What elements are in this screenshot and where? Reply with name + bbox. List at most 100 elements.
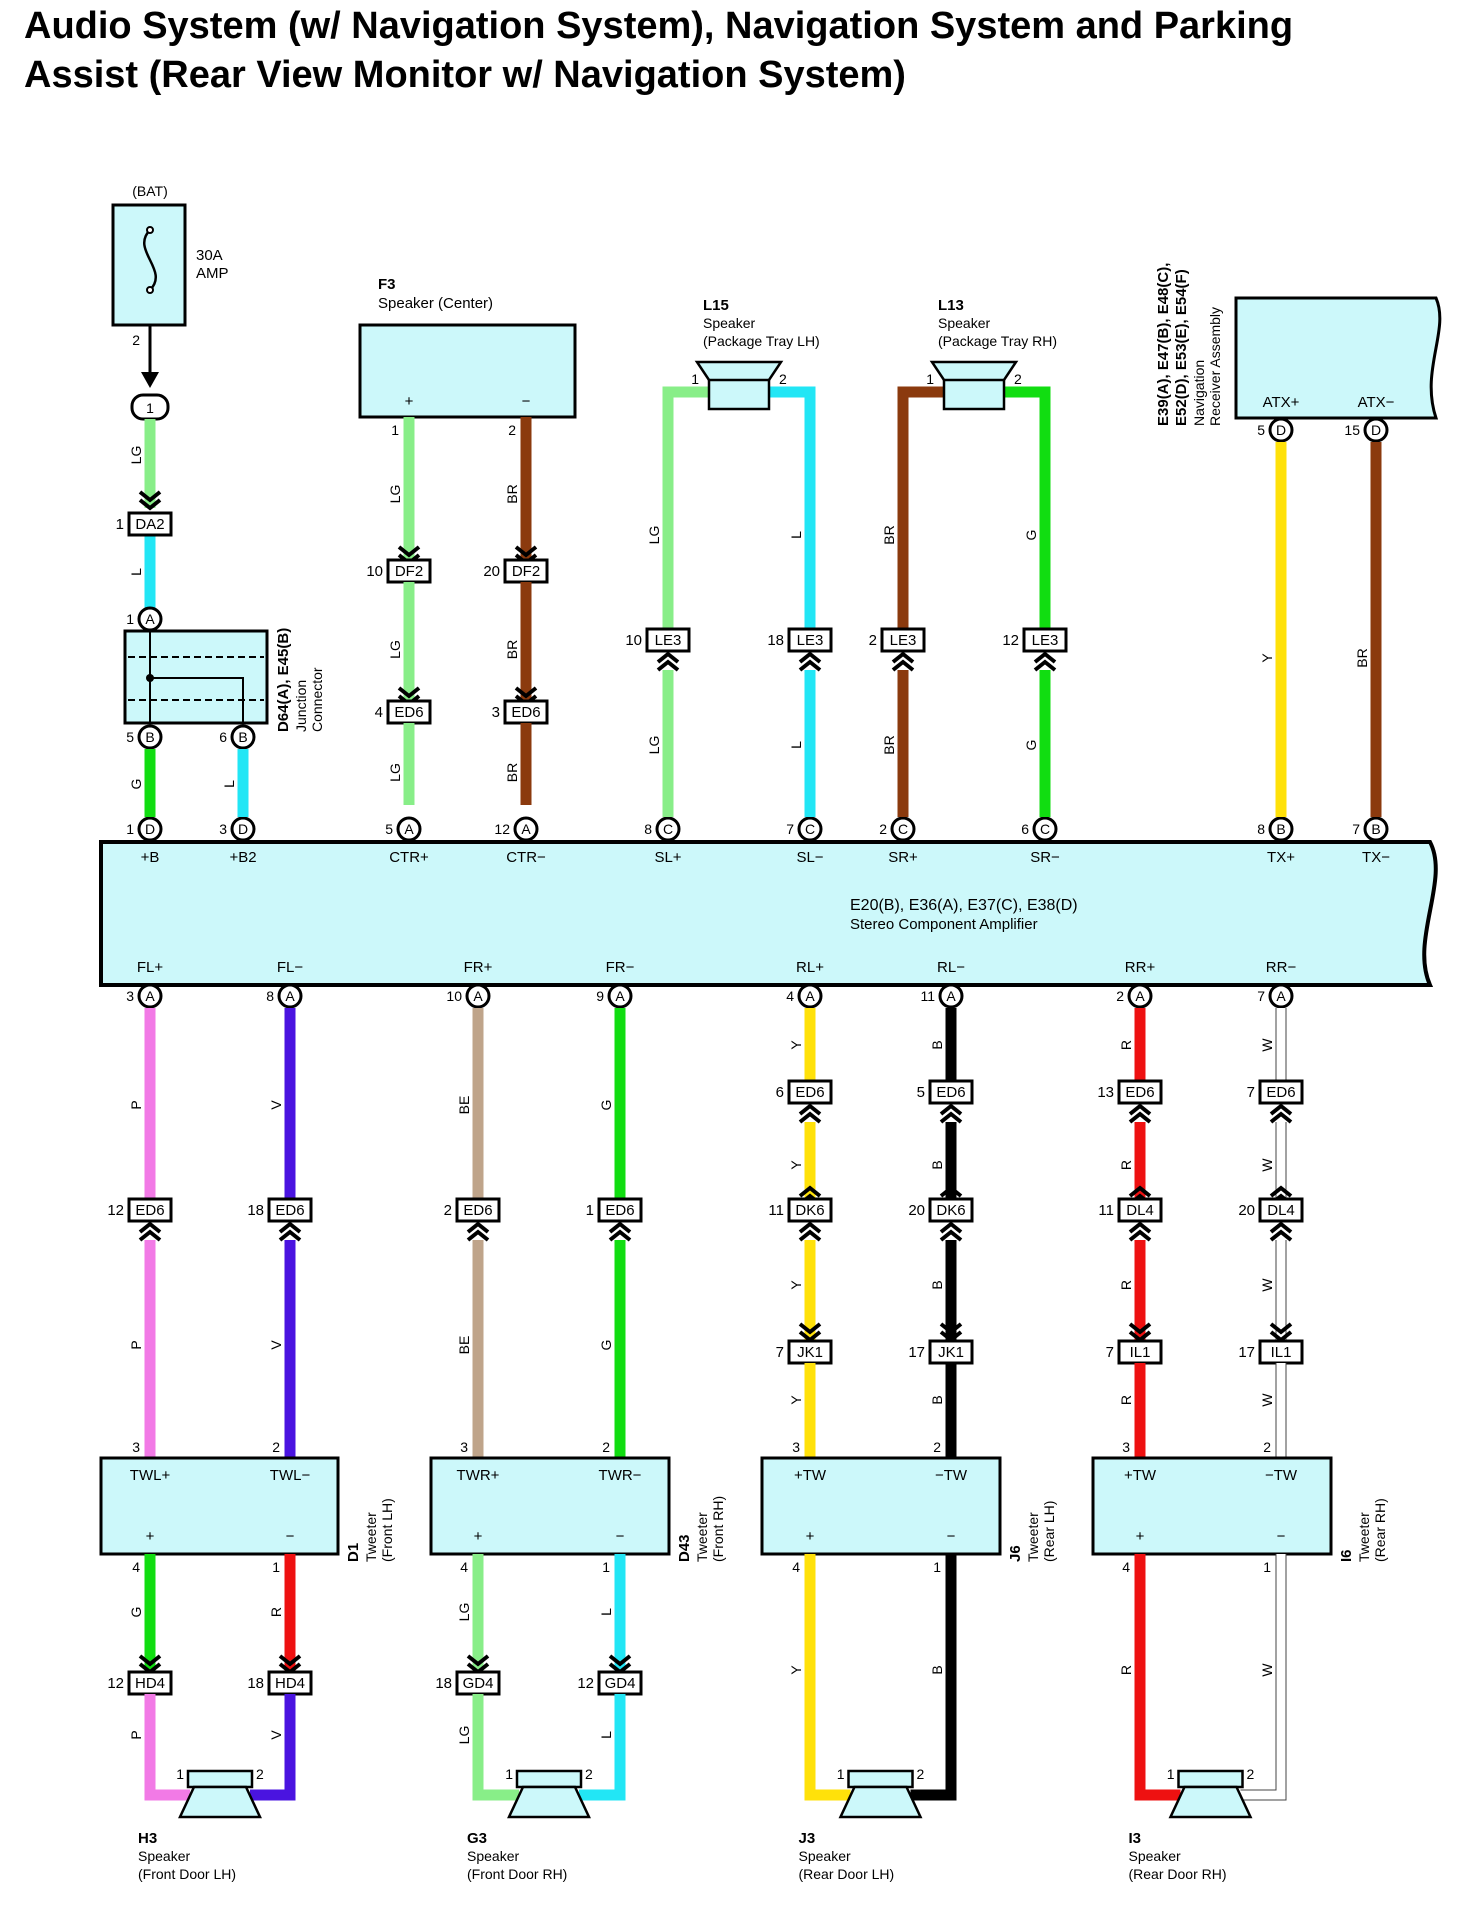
bwire-4-c2-label: JK1 xyxy=(797,1344,823,1361)
wire-ctrm-top-pin: 2 xyxy=(508,422,516,438)
door-3-a-pin: 4 xyxy=(1122,1559,1130,1575)
bwire-1-c1-chev-1 xyxy=(278,1221,302,1234)
tweeter-2-minus: − xyxy=(947,1528,956,1545)
wire-tx-label-1: BR xyxy=(1354,648,1370,667)
amp-bot-pinnum-6: 2 xyxy=(1116,988,1124,1004)
tweeter-0-name: Tweeter xyxy=(363,1512,379,1562)
bwire-6-a-lbl: R xyxy=(1118,1040,1134,1050)
nav-pin-0-letter: D xyxy=(1276,422,1286,438)
bwire-5-c1-chev-0 xyxy=(939,1229,963,1242)
amp-bot-pin-1-letter: A xyxy=(285,988,295,1004)
bwire-4-c1-pin: 11 xyxy=(768,1202,784,1219)
door-2-a-pin: 4 xyxy=(792,1559,800,1575)
amp-name: Stereo Component Amplifier xyxy=(850,916,1038,933)
door-2-spk-name: Speaker xyxy=(799,1848,851,1864)
door-1-b-run xyxy=(579,1694,626,1801)
bwire-7-c1-label: DL4 xyxy=(1267,1202,1295,1219)
door-2-a-lbl: Y xyxy=(788,1665,804,1675)
tweeter-3-id: I6 xyxy=(1338,1549,1355,1562)
nav-name-1: Navigation xyxy=(1191,360,1207,426)
amp-top-pinnum-5: 7 xyxy=(786,821,794,837)
amp-top-pinnum-8: 8 xyxy=(1257,821,1265,837)
bwire-5-a-lbl: B xyxy=(929,1040,945,1049)
door-3-spk-p1: 1 xyxy=(1167,1766,1175,1782)
door-3-spk-p2: 2 xyxy=(1247,1766,1255,1782)
amp-top-label-6: SR+ xyxy=(888,849,918,866)
bwire-2-c1-chev-1 xyxy=(466,1221,490,1234)
bwire-7-c0-chev-0 xyxy=(1269,1111,1293,1124)
bwire-3-c1-chev-0 xyxy=(608,1229,632,1242)
amp-bot-pin-0-letter: A xyxy=(145,988,155,1004)
bwire-1-b-lbl: V xyxy=(268,1340,284,1350)
bwire-2-c1-pin: 2 xyxy=(444,1202,452,1219)
door-0-b-dn-lbl: V xyxy=(268,1730,284,1740)
door-1-spk-p2: 2 xyxy=(585,1766,593,1782)
bwire-5-c1-chev-1 xyxy=(939,1221,963,1234)
bwire-5-c1-pin: 20 xyxy=(908,1202,925,1219)
bwire-2-c1-box xyxy=(455,1197,501,1223)
fuse-rating-2: AMP xyxy=(196,265,229,282)
bwire-7-d-lbl: W xyxy=(1259,1393,1275,1407)
amp-bot-pin-6-letter: A xyxy=(1135,988,1145,1004)
bwire-7-c1-chev-0 xyxy=(1269,1229,1293,1242)
wire-ctrm-conn-1-label: DF2 xyxy=(512,563,540,580)
amp-top-pin-0-circle xyxy=(137,816,163,842)
tweeter-0-plus: + xyxy=(146,1528,155,1545)
tweeter-1-minus: − xyxy=(616,1528,625,1545)
amp-bot-pinnum-1: 8 xyxy=(266,988,274,1004)
door-1-spk-loc: (Front Door RH) xyxy=(467,1866,567,1882)
center-speaker-id: F3 xyxy=(378,276,396,293)
bwire-4-c1-chev-1 xyxy=(798,1221,822,1234)
amp-bot-label-5: RL− xyxy=(937,959,965,976)
bwire-5-c0-label: ED6 xyxy=(936,1084,965,1101)
amp-bot-pinnum-7: 7 xyxy=(1257,988,1265,1004)
amp-top-label-0: +B xyxy=(141,849,160,866)
bwire-7-c0-pin: 7 xyxy=(1247,1084,1255,1101)
nav-pin-1-letter: D xyxy=(1371,422,1381,438)
fuse-end-top xyxy=(146,226,154,234)
door-2-speaker-cone xyxy=(838,1785,923,1819)
amp-top-pin-4-circle xyxy=(655,816,681,842)
center-speaker-name: Speaker (Center) xyxy=(378,295,493,312)
tweeter-0-box xyxy=(99,1456,340,1556)
door-0-spk-loc: (Front Door LH) xyxy=(138,1866,236,1882)
door-3-spk-id: I3 xyxy=(1129,1830,1142,1847)
bwire-6-c0-chev-0 xyxy=(1128,1111,1152,1124)
door-2-spk-p1: 1 xyxy=(837,1766,845,1782)
nav-pin-num-1: 15 xyxy=(1344,422,1360,438)
amp-top-pin-4-letter: C xyxy=(663,821,673,837)
tray-lh-name: Speaker xyxy=(703,315,755,331)
door-3-b-run xyxy=(1240,1554,1286,1800)
door-2-a-run xyxy=(804,1554,851,1801)
tray-rh-chev-1-1 xyxy=(1033,651,1057,664)
amp-bot-pin-3-circle xyxy=(607,983,633,1009)
door-1-spk-id: G3 xyxy=(467,1830,487,1847)
bwire-7-c1-pin: 20 xyxy=(1238,1202,1255,1219)
bat-conn-num: 1 xyxy=(146,400,154,416)
wire-b-g-label: G xyxy=(128,779,144,790)
title-line-1: Audio System (w/ Navigation System), Nav… xyxy=(24,5,1294,47)
jc-pin-b2-circle xyxy=(230,724,256,750)
jc-pin-b1-circle xyxy=(137,724,163,750)
jc-pin-b2-letter: B xyxy=(238,729,247,745)
bwire-6-c1-chev-top-1 xyxy=(1128,1185,1152,1198)
bwire-4-c1-label: DK6 xyxy=(795,1202,824,1219)
conn-da2-pin: 1 xyxy=(116,516,124,533)
door-1-a-up-lbl: LG xyxy=(456,1603,472,1622)
wire-ctrp-conn-2-label: ED6 xyxy=(394,704,423,721)
bwire-0-c1-box xyxy=(127,1197,173,1223)
door-1-b-pin: 1 xyxy=(602,1559,610,1575)
bwire-4-c1-chev-0 xyxy=(798,1229,822,1242)
fuse-box xyxy=(111,203,187,327)
center-minus: − xyxy=(522,393,531,410)
door-0-b-pin: 1 xyxy=(272,1559,280,1575)
door-3-speaker-cone xyxy=(1168,1785,1253,1819)
jc-pin-a-letter: A xyxy=(145,611,155,627)
bwire-4-c2-chev-0 xyxy=(798,1322,822,1335)
door-2-b-pin: 1 xyxy=(933,1559,941,1575)
tweeter-1-name: Tweeter xyxy=(694,1512,710,1562)
nav-name-2: Receiver Assembly xyxy=(1207,307,1223,426)
amp-top-pin-9-letter: B xyxy=(1371,821,1380,837)
bwire-5-c0-pin: 5 xyxy=(917,1084,925,1101)
bwire-5-c-lbl: B xyxy=(929,1280,945,1289)
